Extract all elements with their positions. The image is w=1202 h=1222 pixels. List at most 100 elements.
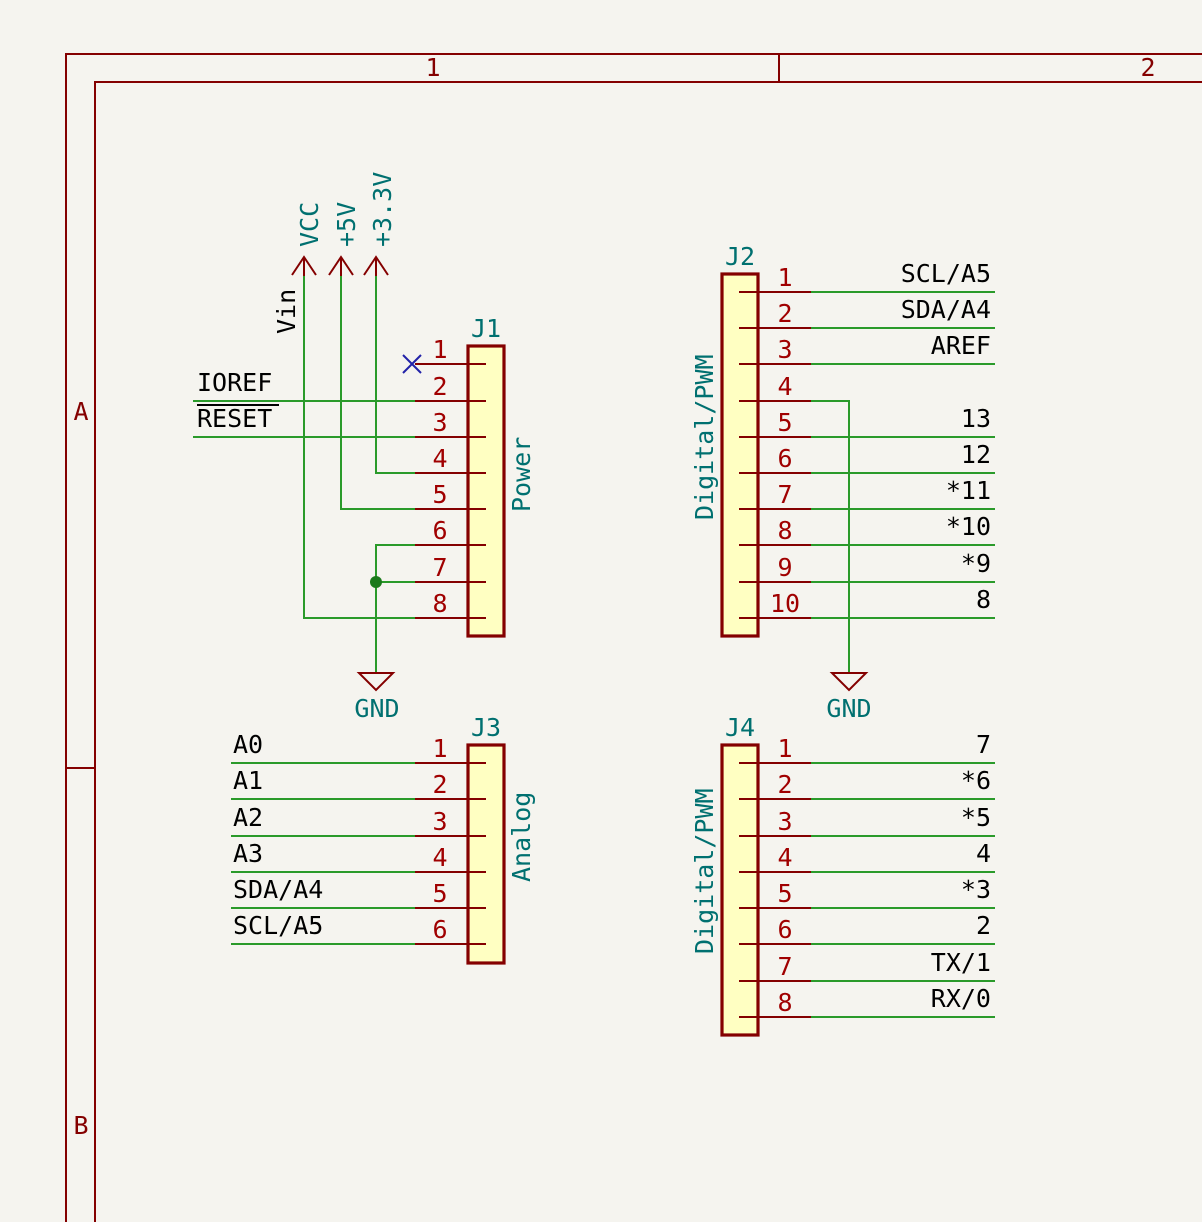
j4-pin-2-number: 2	[777, 770, 792, 799]
j3-value: Analog	[507, 792, 536, 882]
j1-net-reset: RESET	[197, 404, 272, 433]
gnd-right-label: GND	[826, 694, 871, 723]
j1-pin-marks	[468, 363, 486, 619]
3v3-arrow-icon	[363, 255, 389, 276]
j2-pin-6-number: 6	[777, 444, 792, 473]
j4-pin-8-number: 8	[777, 988, 792, 1017]
wire-3v3	[375, 276, 415, 474]
j2-net-10: 8	[976, 585, 991, 614]
j2-net-9: *9	[961, 549, 991, 578]
j1-net-ioref: IOREF	[197, 368, 272, 397]
row-label-b: B	[73, 1111, 88, 1140]
j3-net-3: A2	[233, 803, 263, 832]
j1-pin-5-number: 5	[432, 480, 447, 509]
j3-net-2: A1	[233, 766, 263, 795]
5v-label: +5V	[332, 202, 361, 247]
j2-pin-9-number: 9	[777, 553, 792, 582]
inner-border	[94, 81, 1202, 1222]
j3-net-5: SDA/A4	[233, 875, 323, 904]
j2-pin-5-number: 5	[777, 408, 792, 437]
no-connect-icon	[402, 354, 422, 374]
j3-pin-4-number: 4	[432, 843, 447, 872]
j2-pin-7-number: 7	[777, 480, 792, 509]
j2-pin-marks	[739, 291, 758, 619]
j4-value: Digital/PWM	[690, 788, 719, 954]
j4-pin-4-number: 4	[777, 843, 792, 872]
j1-body	[466, 344, 506, 638]
vin-net-label: Vin	[272, 289, 301, 334]
j2-net-1: SCL/A5	[901, 259, 991, 288]
junction-dot	[370, 576, 382, 588]
j4-net-7: TX/1	[931, 948, 991, 977]
j2-value: Digital/PWM	[690, 354, 719, 520]
j1-pin-1-number: 1	[432, 335, 447, 364]
power-symbols: VCC +5V +3.3V GND GND	[291, 172, 872, 723]
j4-net-3: *5	[961, 803, 991, 832]
wires	[193, 276, 995, 1018]
wire-gnd-left	[375, 544, 415, 673]
sheet-frame: 1 2 A B	[65, 53, 1202, 1222]
j3-net-1: A0	[233, 730, 263, 759]
j2-net-8: *10	[946, 512, 991, 541]
j3-pin-1-number: 1	[432, 734, 447, 763]
j4-net-6: 2	[976, 911, 991, 940]
j4-net-4: 4	[976, 839, 991, 868]
j4-pin-7-number: 7	[777, 952, 792, 981]
j2-pin-1-number: 1	[777, 263, 792, 292]
j2-pin-4-number: 4	[777, 372, 792, 401]
row-label-a: A	[73, 397, 88, 426]
j4-body	[720, 743, 760, 1037]
j1-pin-3-number: 3	[432, 408, 447, 437]
j4-net-8: RX/0	[931, 984, 991, 1013]
5v-arrow-icon	[328, 255, 354, 276]
gnd-left-icon	[356, 672, 396, 692]
j3-pin-6-number: 6	[432, 915, 447, 944]
j3-pin-marks	[468, 762, 486, 945]
j4-reference: J4	[725, 713, 755, 742]
3v3-label: +3.3V	[368, 172, 397, 247]
wire-gnd-right	[811, 400, 850, 673]
j1-value: Power	[507, 437, 536, 512]
j4-net-1: 7	[976, 730, 991, 759]
j4-pin-3-number: 3	[777, 807, 792, 836]
column-label-1: 1	[425, 53, 440, 82]
j3-reference: J3	[471, 713, 501, 742]
j1-pin-8-number: 8	[432, 589, 447, 618]
gnd-right-icon	[829, 672, 869, 692]
j2-pin-8-number: 8	[777, 516, 792, 545]
j1-pin-6-number: 6	[432, 516, 447, 545]
j1-pin-2-number: 2	[432, 372, 447, 401]
connector-j4[interactable]: J4 Digital/PWM 1 2 3 4 5 6 7 8 7 *6 *5 4…	[690, 713, 991, 1037]
j3-pin-3-number: 3	[432, 807, 447, 836]
wire-vin	[303, 276, 415, 619]
vcc-arrow-icon	[291, 255, 317, 276]
j3-net-4: A3	[233, 839, 263, 868]
j2-body	[720, 272, 760, 638]
j2-pin-3-number: 3	[777, 335, 792, 364]
j3-net-6: SCL/A5	[233, 911, 323, 940]
j4-net-5: *3	[961, 875, 991, 904]
connector-j1[interactable]: J1 Power 1 2 3 4 5 6 7 8 IOREF RESET	[197, 314, 536, 638]
j4-pin-5-number: 5	[777, 879, 792, 908]
j1-reference: J1	[471, 314, 501, 343]
gnd-left-label: GND	[354, 694, 399, 723]
j3-pin-5-number: 5	[432, 879, 447, 908]
j2-net-7: *11	[946, 476, 991, 505]
connector-j3[interactable]: J3 Analog 1 2 3 4 5 6 A0 A1 A2 A3 SDA/A4…	[233, 713, 536, 965]
wire-5v	[340, 276, 415, 510]
column-label-2: 2	[1140, 53, 1155, 82]
j2-net-6: 12	[961, 440, 991, 469]
j1-pin-7-number: 7	[432, 553, 447, 582]
vcc-label: VCC	[295, 202, 324, 247]
connector-j2[interactable]: J2 Digital/PWM 1 2 3 4 5 6 7 8 9 10 SCL/…	[690, 242, 991, 638]
j3-pin-2-number: 2	[432, 770, 447, 799]
j4-pin-marks	[739, 762, 758, 1018]
j2-pin-10-number: 10	[770, 589, 800, 618]
j2-pin-2-number: 2	[777, 299, 792, 328]
j2-net-2: SDA/A4	[901, 295, 991, 324]
j4-net-2: *6	[961, 766, 991, 795]
j4-pin-6-number: 6	[777, 915, 792, 944]
j4-pin-1-number: 1	[777, 734, 792, 763]
outer-border	[65, 53, 1202, 1222]
